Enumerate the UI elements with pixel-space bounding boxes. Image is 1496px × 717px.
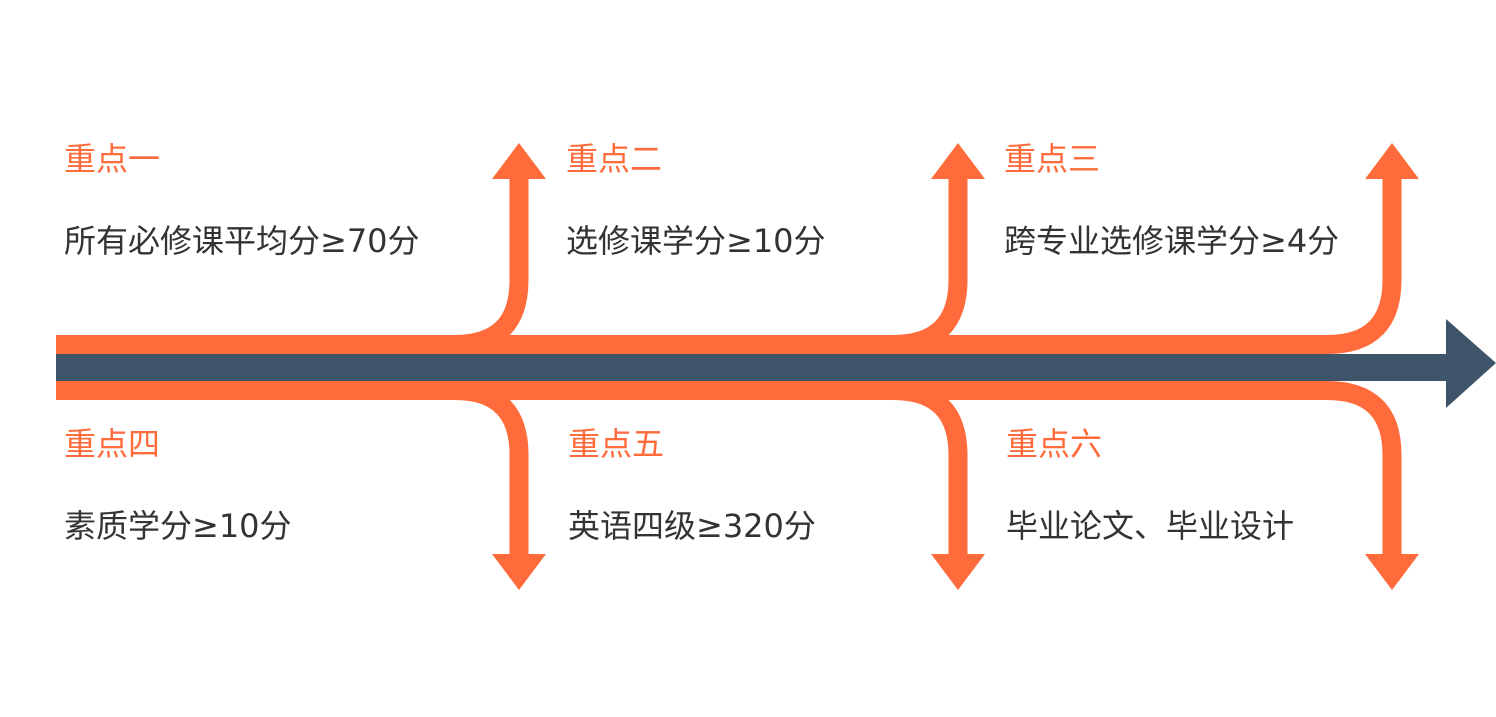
lower-branches [56, 381, 1402, 560]
branch-down-1 [420, 381, 529, 560]
point-text-1: 所有必修课平均分≥70分 [64, 222, 420, 260]
arrowhead-up-2 [931, 143, 985, 179]
branch-up-3 [870, 170, 1402, 354]
point-text-2: 选修课学分≥10分 [566, 222, 826, 260]
upper-arrowheads [492, 143, 1419, 179]
main-axis-arrow [56, 319, 1496, 408]
point-title-6: 重点六 [1006, 425, 1103, 463]
upper-branches [56, 170, 1402, 354]
main-axis-arrowhead [1446, 319, 1496, 408]
point-title-5: 重点五 [568, 425, 665, 463]
point-title-4: 重点四 [64, 425, 161, 463]
point-title-3: 重点三 [1004, 140, 1101, 178]
point-text-5: 英语四级≥320分 [568, 507, 816, 545]
point-text-6: 毕业论文、毕业设计 [1006, 507, 1295, 545]
arrowhead-up-1 [492, 143, 546, 179]
branch-down-3 [870, 381, 1402, 560]
point-text-4: 素质学分≥10分 [64, 507, 292, 545]
point-title-2: 重点二 [566, 140, 663, 178]
main-axis-shaft [56, 354, 1450, 381]
arrowhead-up-3 [1365, 143, 1419, 179]
branch-up-1 [420, 170, 529, 354]
point-text-3: 跨专业选修课学分≥4分 [1004, 222, 1340, 260]
arrowhead-down-2 [931, 554, 985, 590]
arrowhead-down-3 [1365, 554, 1419, 590]
lower-arrowheads [492, 554, 1419, 590]
arrowhead-down-1 [492, 554, 546, 590]
point-title-1: 重点一 [64, 140, 161, 178]
